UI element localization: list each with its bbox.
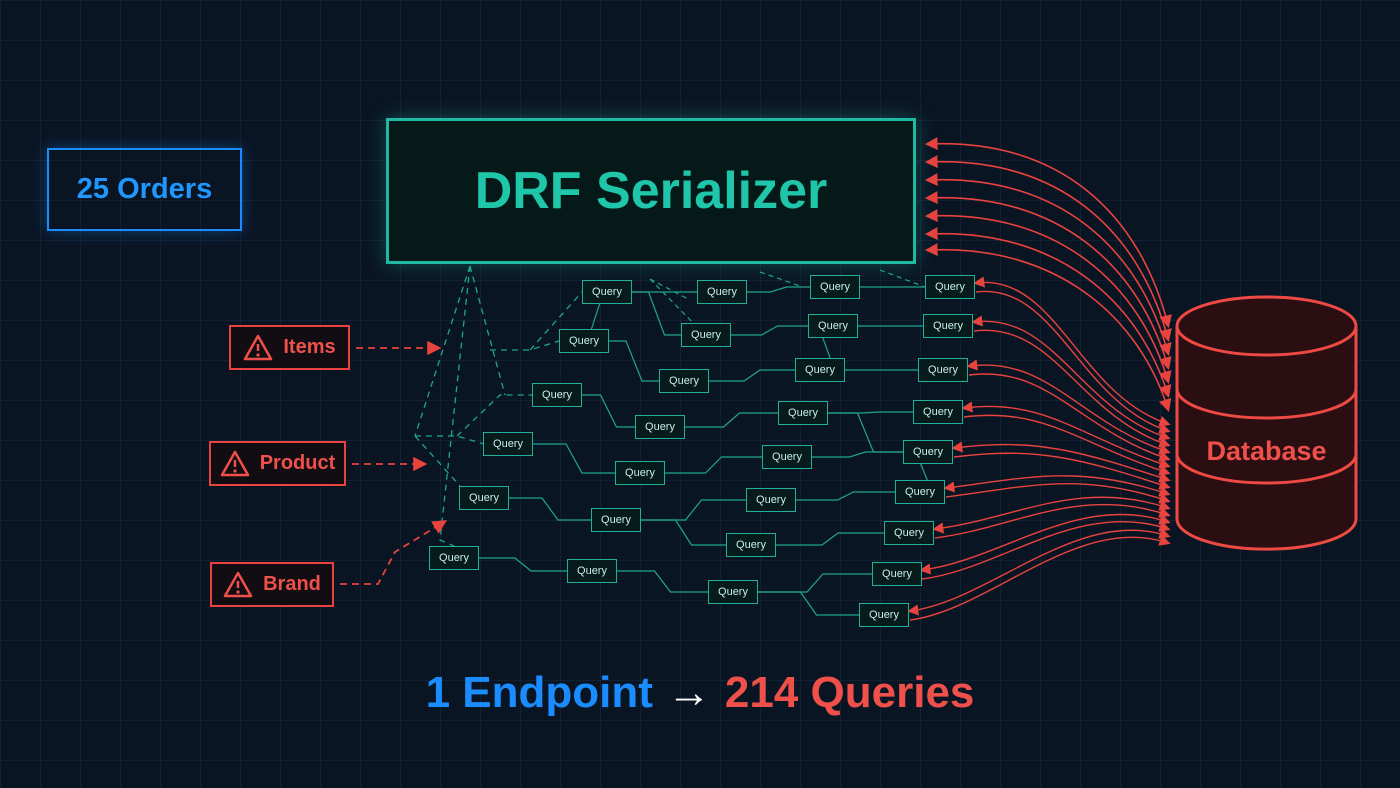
- database-label: Database: [1206, 436, 1327, 466]
- database-arrow: [945, 482, 1171, 504]
- query-link: [533, 443, 615, 474]
- query-link: [609, 340, 659, 382]
- orders-input-box: 25 Orders: [47, 148, 242, 231]
- query-box: Query: [681, 323, 731, 347]
- query-box: Query: [697, 280, 747, 304]
- query-link: [632, 291, 681, 336]
- query-link: [828, 412, 903, 453]
- database-arrow: [932, 496, 1171, 534]
- query-link: [776, 532, 884, 546]
- database-arrow: [973, 276, 1171, 427]
- database-arrow: [943, 475, 1171, 497]
- caption-arrow: →: [666, 668, 711, 717]
- query-link: [641, 519, 726, 546]
- query-link: [685, 412, 778, 428]
- query-link: [617, 570, 708, 593]
- serializer-fan-link: [649, 278, 691, 301]
- query-box: Query: [635, 415, 685, 439]
- query-box: Query: [795, 358, 845, 382]
- warning-box-brand: Brand: [210, 562, 334, 607]
- serializer-fan-link: [649, 278, 701, 331]
- query-box: Query: [459, 486, 509, 510]
- warning-link: [340, 520, 448, 585]
- warning-triangle-icon: [244, 334, 273, 361]
- database-arrow: [909, 535, 1171, 621]
- warning-label-brand: Brand: [263, 573, 321, 595]
- database-arrow: [934, 503, 1171, 539]
- query-box: Query: [913, 400, 963, 424]
- serializer-fan-link: [469, 265, 506, 396]
- query-box: Query: [895, 480, 945, 504]
- serializer-fan-link: [529, 291, 583, 351]
- query-link: [731, 325, 808, 336]
- serializer-box: DRF Serializer: [386, 118, 916, 264]
- caption-endpoint: 1 Endpoint: [425, 668, 653, 717]
- query-link: [479, 557, 567, 572]
- query-box: Query: [483, 432, 533, 456]
- database-arrow: [953, 452, 1171, 490]
- query-link: [758, 591, 859, 616]
- serializer-fan-link: [490, 340, 560, 351]
- serializer-fan-link: [439, 265, 471, 547]
- query-box: Query: [591, 508, 641, 532]
- warning-triangle-icon: [220, 450, 249, 477]
- warning-label-product: Product: [259, 452, 336, 474]
- query-box: Query: [923, 314, 973, 338]
- query-link: [709, 369, 795, 382]
- serializer-fan-link: [415, 435, 485, 445]
- query-box: Query: [746, 488, 796, 512]
- query-box: Query: [615, 461, 665, 485]
- warning-box-product: Product: [209, 441, 346, 486]
- query-box: Query: [582, 280, 632, 304]
- serializer-fan-link: [414, 265, 471, 437]
- query-box: Query: [872, 562, 922, 586]
- serializer-fan-link: [759, 271, 801, 287]
- query-link: [509, 497, 591, 521]
- query-link: [758, 573, 872, 593]
- query-box: Query: [762, 445, 812, 469]
- query-box: Query: [559, 329, 609, 353]
- serializer-fan-link: [456, 394, 532, 437]
- query-box: Query: [903, 440, 953, 464]
- orders-label: 25 Orders: [76, 173, 213, 205]
- query-link: [641, 499, 746, 521]
- query-link: [665, 456, 762, 474]
- query-box: Query: [925, 275, 975, 299]
- serializer-fan-link: [414, 435, 461, 487]
- summary-caption: 1 Endpoint → 214 Queries: [0, 668, 1400, 718]
- query-link: [582, 394, 635, 428]
- query-box: Query: [708, 580, 758, 604]
- query-box: Query: [778, 401, 828, 425]
- query-box: Query: [810, 275, 860, 299]
- query-link: [812, 451, 903, 458]
- warning-links: [340, 340, 448, 585]
- warning-triangle-icon: [223, 571, 253, 598]
- database-arrow: [966, 359, 1171, 455]
- database-arrow: [951, 441, 1171, 483]
- query-box: Query: [532, 383, 582, 407]
- query-box: Query: [808, 314, 858, 338]
- query-box: Query: [884, 521, 934, 545]
- database-arrows: [907, 137, 1172, 621]
- query-box: Query: [726, 533, 776, 557]
- serializer-label: DRF Serializer: [474, 162, 828, 220]
- query-box: Query: [567, 559, 617, 583]
- database-arrow: [907, 528, 1171, 616]
- serializer-fan-link: [879, 269, 926, 288]
- database-cylinder-icon: [1175, 295, 1358, 551]
- query-box: Query: [429, 546, 479, 570]
- warning-box-items: Items: [229, 325, 350, 370]
- caption-queries: 214 Queries: [724, 668, 975, 717]
- query-box: Query: [659, 369, 709, 393]
- database-arrow: [971, 315, 1171, 441]
- warning-label-items: Items: [283, 336, 336, 358]
- query-link: [796, 491, 895, 501]
- query-box: Query: [859, 603, 909, 627]
- query-box: Query: [918, 358, 968, 382]
- query-link: [747, 286, 810, 293]
